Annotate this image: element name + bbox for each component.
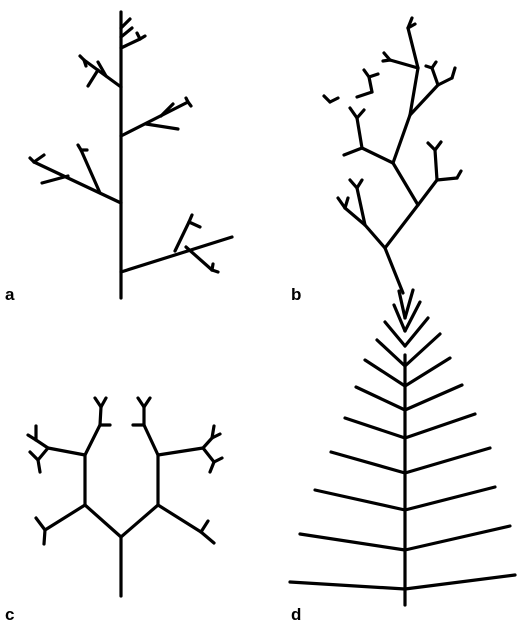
branch-segment	[36, 440, 48, 448]
branch-pattern-b	[324, 18, 461, 293]
branch-segment	[405, 414, 475, 438]
branch-segment	[137, 33, 140, 39]
branch-segment	[315, 490, 405, 510]
branch-segment	[144, 398, 150, 407]
panel-label-a: a	[5, 286, 14, 303]
branch-segment	[85, 425, 100, 455]
branch-segment	[428, 143, 435, 150]
branch-segment	[435, 150, 437, 180]
branch-segment	[210, 462, 214, 472]
branch-segment	[121, 39, 140, 48]
branch-segment	[452, 68, 455, 78]
branch-segment	[38, 460, 40, 472]
branch-segment	[438, 78, 452, 85]
branch-segment	[212, 264, 213, 270]
branch-segment	[189, 215, 192, 222]
branch-segment	[390, 60, 418, 68]
branch-segment	[188, 102, 191, 106]
branch-segment	[42, 176, 68, 183]
branch-segment	[405, 448, 490, 473]
branch-segment	[369, 74, 378, 77]
branch-segment	[357, 118, 362, 148]
branch-pattern-a	[30, 12, 232, 298]
branch-segment	[45, 505, 85, 530]
branch-segment	[356, 387, 405, 410]
branch-segment	[357, 180, 362, 188]
panel-label-b: b	[291, 286, 301, 303]
branch-segment	[405, 487, 495, 510]
branch-segment	[203, 438, 212, 448]
branch-segment	[405, 385, 462, 410]
branch-segment	[330, 98, 338, 102]
branch-segment	[121, 505, 158, 537]
branch-segment	[405, 526, 510, 550]
branch-segment	[437, 178, 457, 180]
panel-label-c: c	[5, 606, 14, 623]
branch-segment	[30, 452, 38, 460]
branch-segment	[405, 358, 450, 386]
branch-segment	[365, 360, 405, 386]
branch-segment	[48, 448, 85, 455]
branch-segment	[426, 66, 432, 68]
branch-segment	[345, 198, 348, 208]
branch-segment	[432, 68, 438, 85]
branch-segment	[158, 505, 201, 532]
branch-pattern-d	[290, 290, 515, 605]
branch-segment	[383, 60, 390, 61]
branch-segment	[344, 148, 362, 155]
branch-segment	[405, 290, 413, 318]
branch-segment	[362, 148, 393, 163]
branch-segment	[101, 398, 106, 407]
branch-segment	[186, 247, 212, 270]
branch-segment	[201, 532, 214, 543]
branch-segment	[385, 248, 403, 293]
branch-segment	[290, 582, 405, 589]
branch-segment	[345, 418, 405, 438]
branch-segment	[38, 448, 48, 460]
branch-segment	[457, 171, 461, 178]
branch-segment	[201, 521, 208, 532]
branch-segment	[408, 28, 418, 68]
branch-segment	[300, 534, 405, 550]
branch-segment	[385, 205, 418, 248]
branch-segment	[418, 180, 437, 205]
branch-segment	[357, 92, 372, 97]
branch-segment	[121, 28, 132, 37]
branch-segment	[144, 425, 158, 455]
branch-segment	[158, 448, 203, 455]
branch-segment	[203, 448, 214, 462]
branch-pattern-c	[28, 398, 222, 596]
branch-segment	[399, 291, 405, 318]
branch-segment	[44, 530, 45, 544]
branch-segment	[377, 340, 405, 366]
branch-segment	[405, 575, 515, 589]
branch-segment	[36, 518, 45, 530]
branch-segment	[189, 222, 200, 227]
branch-segment	[357, 110, 364, 118]
panel-label-d: d	[291, 606, 301, 623]
branch-segment	[393, 115, 410, 163]
branch-segment	[365, 225, 385, 248]
branch-segment	[84, 60, 86, 66]
branch-segment	[146, 124, 178, 129]
branch-segment	[369, 77, 372, 92]
branch-segment	[393, 163, 418, 205]
branch-segment	[85, 505, 121, 537]
branch-segment	[34, 155, 44, 162]
branch-segment	[100, 407, 101, 425]
branch-segment	[88, 70, 98, 86]
branch-segment	[350, 108, 357, 118]
branch-segment	[121, 237, 232, 272]
branch-segment	[121, 102, 188, 136]
branch-segment	[331, 452, 405, 473]
